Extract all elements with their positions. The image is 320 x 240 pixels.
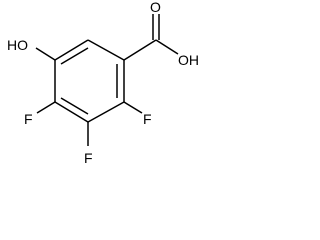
bond-c1-carboxyl-carbon bbox=[123, 39, 157, 61]
ring-bond-c6-c5 bbox=[54, 39, 89, 61]
chemical-structure-diagram: O OH HO F F F bbox=[7, 0, 199, 166]
fluorine-c4-label: F bbox=[24, 111, 33, 127]
carbonyl-oxygen-label: O bbox=[150, 0, 161, 15]
ring-bond-c4-c3 bbox=[54, 101, 89, 123]
ring-bond-c1-c6 bbox=[87, 39, 125, 61]
ring-double-bond-c6-c5 bbox=[60, 47, 89, 65]
bond-c2-fluorine bbox=[123, 101, 143, 114]
acid-hydroxyl-label: OH bbox=[178, 52, 199, 68]
bond-c4-fluorine bbox=[36, 101, 56, 114]
fluorine-substituents: F F F bbox=[24, 101, 152, 166]
bond-carboxyl-oh bbox=[155, 39, 179, 55]
ring-double-bond-c4-c3 bbox=[60, 97, 89, 115]
benzene-ring bbox=[54, 39, 125, 123]
ring-bond-c3-c2 bbox=[87, 101, 125, 123]
carboxylic-acid-group: O OH bbox=[123, 0, 199, 68]
fluorine-c2-label: F bbox=[143, 111, 152, 127]
bond-c5-hydroxyl bbox=[35, 47, 56, 61]
hydroxyl-label: HO bbox=[7, 37, 28, 53]
fluorine-c3-label: F bbox=[84, 150, 93, 166]
hydroxyl-substituent: HO bbox=[7, 37, 56, 61]
